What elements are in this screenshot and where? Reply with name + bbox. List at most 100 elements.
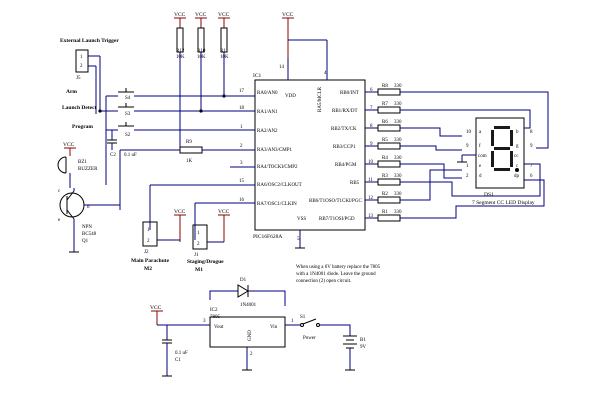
svg-text:R5: R5 bbox=[382, 138, 388, 143]
buzzer-bz1: VCC BZ1 BUZZER bbox=[57, 142, 98, 174]
svg-text:10: 10 bbox=[368, 160, 374, 165]
regulator-ic2: IC2 7805 Vout Vin GND 3 1 2 bbox=[203, 308, 294, 357]
ic1-right-pins: RB0/INT 6 RB1/RX/DT 7 RB2/TX/CK 8 RB3/CC… bbox=[309, 88, 374, 222]
capacitor-c1: 0.1 uF C1 bbox=[162, 325, 188, 377]
svg-text:RB2/TX/CK: RB2/TX/CK bbox=[331, 127, 357, 132]
svg-text:a: a bbox=[479, 130, 482, 135]
svg-text:1: 1 bbox=[240, 125, 243, 130]
svg-text:BUZZER: BUZZER bbox=[78, 167, 98, 172]
svg-text:9: 9 bbox=[466, 144, 469, 149]
transistor-q1: c b e NPN BC548 Q1 bbox=[58, 189, 97, 244]
svg-text:1: 1 bbox=[147, 228, 150, 233]
svg-text:2: 2 bbox=[240, 144, 243, 149]
svg-text:7: 7 bbox=[530, 164, 533, 169]
svg-text:External Launch Trigger: External Launch Trigger bbox=[60, 38, 119, 44]
svg-text:2: 2 bbox=[80, 64, 83, 69]
svg-text:Staging/Drogue: Staging/Drogue bbox=[187, 259, 224, 265]
svg-text:RA2/AN2: RA2/AN2 bbox=[257, 129, 278, 134]
switch-s3: Launch Detect S3 bbox=[62, 103, 134, 117]
svg-text:R10: R10 bbox=[197, 49, 206, 54]
diode-d1: D1 1N4001 bbox=[237, 278, 257, 308]
svg-text:RA5/MCLR: RA5/MCLR bbox=[318, 86, 323, 112]
svg-text:J5: J5 bbox=[76, 76, 81, 81]
svg-text:330: 330 bbox=[394, 138, 402, 143]
svg-text:8: 8 bbox=[530, 130, 533, 135]
svg-text:dp: dp bbox=[514, 174, 520, 179]
svg-text:Program: Program bbox=[72, 124, 93, 130]
vcc-regulator: VCC bbox=[150, 305, 163, 325]
svg-text:15: 15 bbox=[239, 179, 245, 184]
svg-text:PIC16F628A: PIC16F628A bbox=[253, 234, 282, 240]
svg-text:d: d bbox=[479, 174, 482, 179]
svg-text:10: 10 bbox=[466, 130, 472, 135]
svg-text:9: 9 bbox=[530, 144, 533, 149]
vcc-j2: VCC bbox=[174, 209, 186, 242]
svg-text:S4: S4 bbox=[125, 96, 131, 101]
svg-text:1: 1 bbox=[197, 231, 200, 236]
svg-text:R1: R1 bbox=[382, 210, 388, 215]
svg-text:1K: 1K bbox=[186, 159, 193, 164]
svg-text:RB7/T1OSI/PGD: RB7/T1OSI/PGD bbox=[319, 217, 355, 222]
svg-text:Vout: Vout bbox=[214, 325, 224, 330]
capacitor-c2: C2 0.1 uF bbox=[107, 130, 137, 158]
svg-text:Main Parachute: Main Parachute bbox=[131, 258, 170, 264]
vcc-symbols: VCC VCC VCC VCC bbox=[174, 12, 294, 58]
svg-text:RA6/OSC2/CLKOUT: RA6/OSC2/CLKOUT bbox=[257, 183, 302, 188]
svg-text:g: g bbox=[516, 144, 519, 149]
svg-text:VSS: VSS bbox=[297, 217, 306, 222]
svg-text:b: b bbox=[516, 130, 519, 135]
svg-text:NPN: NPN bbox=[82, 225, 92, 230]
svg-text:17: 17 bbox=[239, 89, 245, 94]
svg-text:R9: R9 bbox=[186, 140, 192, 145]
display-ds1: a 10 f 9 com e 1 d 2 b 8 g 9 cc c 7 dp 6… bbox=[466, 117, 535, 206]
svg-text:S2: S2 bbox=[125, 133, 131, 138]
svg-text:b: b bbox=[87, 205, 90, 210]
svg-text:B1: B1 bbox=[360, 338, 366, 343]
svg-text:J2: J2 bbox=[144, 250, 149, 255]
svg-text:5: 5 bbox=[297, 237, 300, 242]
vcc-ic1: VCC bbox=[282, 12, 294, 58]
switch-s4: Arm S4 bbox=[66, 88, 134, 101]
connector-j1: 1 2 J1 Staging/Drogue M1 bbox=[187, 224, 224, 273]
svg-text:VCC: VCC bbox=[63, 142, 75, 148]
svg-text:7 Segment CC LED Display: 7 Segment CC LED Display bbox=[472, 200, 535, 206]
svg-text:M2: M2 bbox=[144, 266, 152, 272]
svg-text:IC2: IC2 bbox=[210, 308, 218, 313]
svg-text:com: com bbox=[478, 154, 487, 159]
svg-text:330: 330 bbox=[394, 210, 402, 215]
svg-text:330: 330 bbox=[394, 84, 402, 89]
svg-text:VCC: VCC bbox=[174, 12, 186, 18]
svg-text:1: 1 bbox=[80, 55, 83, 60]
svg-text:2: 2 bbox=[197, 242, 200, 247]
svg-text:7: 7 bbox=[370, 106, 373, 111]
svg-text:RB3/CCP1: RB3/CCP1 bbox=[333, 145, 356, 150]
svg-text:13: 13 bbox=[368, 214, 374, 219]
svg-text:Power: Power bbox=[303, 336, 316, 341]
svg-text:R11: R11 bbox=[220, 49, 229, 54]
svg-text:When using a 6V battery replac: When using a 6V battery replace the 7805 bbox=[296, 265, 381, 270]
svg-text:RB5: RB5 bbox=[350, 181, 360, 186]
svg-text:C1: C1 bbox=[175, 358, 181, 363]
svg-text:VCC: VCC bbox=[282, 12, 294, 18]
vcc-r11: VCC bbox=[218, 12, 230, 28]
connector-j2: 1 2 J2 Main Parachute M2 bbox=[131, 221, 170, 272]
connector-j5: External Launch Trigger 1 2 J5 bbox=[60, 38, 119, 81]
svg-text:RB6/T1OSO/T1CKI/PGC: RB6/T1OSO/T1CKI/PGC bbox=[309, 199, 362, 204]
ic1-left-pins: RA0/AN0 17 RA1/AN1 18 RA2/AN2 1 RA3/AN3/… bbox=[239, 89, 302, 207]
svg-text:Q1: Q1 bbox=[82, 239, 89, 244]
svg-text:4: 4 bbox=[324, 71, 327, 76]
svg-text:1: 1 bbox=[291, 319, 294, 324]
svg-text:Arm: Arm bbox=[66, 89, 77, 95]
svg-text:VCC: VCC bbox=[218, 12, 230, 18]
svg-text:VDD: VDD bbox=[285, 94, 296, 99]
svg-text:6: 6 bbox=[370, 88, 373, 93]
svg-text:DS1: DS1 bbox=[484, 192, 494, 198]
svg-text:RA3/AN3/CMP1: RA3/AN3/CMP1 bbox=[257, 148, 293, 153]
svg-text:R12: R12 bbox=[176, 49, 185, 54]
svg-text:S1: S1 bbox=[300, 315, 306, 320]
svg-text:330: 330 bbox=[394, 192, 402, 197]
svg-text:330: 330 bbox=[394, 102, 402, 107]
svg-text:R7: R7 bbox=[382, 102, 388, 107]
svg-text:M1: M1 bbox=[195, 267, 203, 273]
